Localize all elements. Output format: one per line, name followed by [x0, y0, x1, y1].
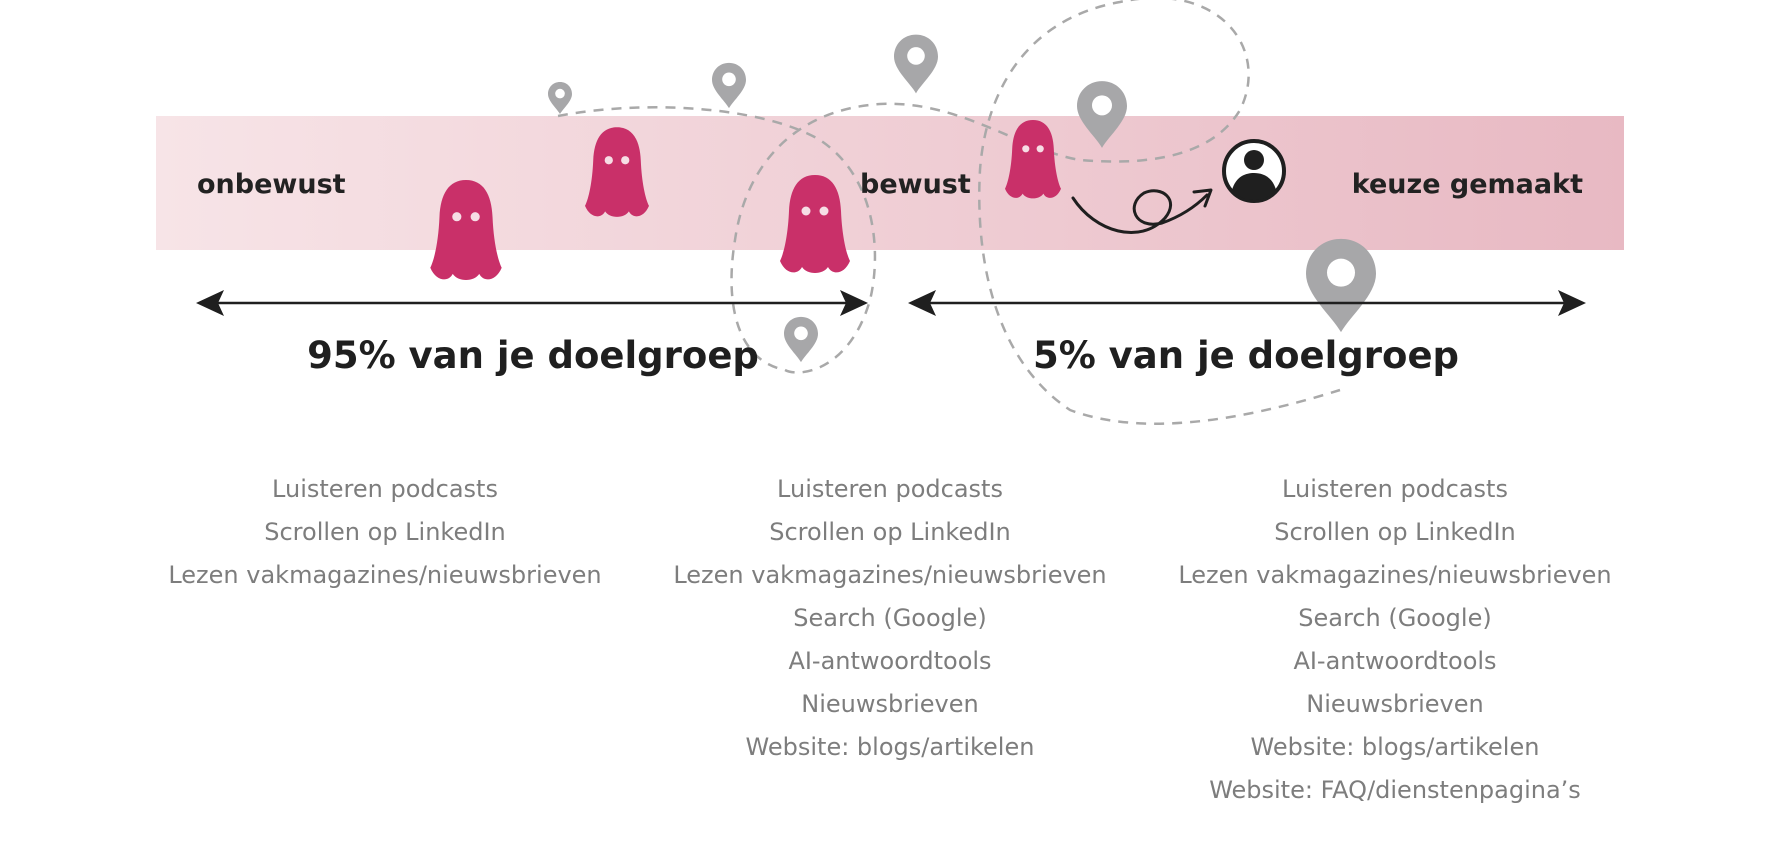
- map-pin-icon: [784, 316, 818, 363]
- activity-column-decided: Luisteren podcasts Scrollen op LinkedIn …: [1135, 468, 1655, 812]
- person-circle-icon: [1222, 139, 1286, 203]
- activity-item: Scrollen op LinkedIn: [769, 518, 1011, 546]
- activity-item: Search (Google): [1298, 604, 1492, 632]
- activity-column-unaware: Luisteren podcasts Scrollen op LinkedIn …: [125, 468, 645, 597]
- activity-item: Luisteren podcasts: [1282, 475, 1508, 503]
- activity-item: AI-antwoordtools: [788, 647, 992, 675]
- activity-item: Lezen vakmagazines/nieuwsbrieven: [673, 561, 1107, 589]
- activity-item: Scrollen op LinkedIn: [1274, 518, 1516, 546]
- activity-item: Lezen vakmagazines/nieuwsbrieven: [1178, 561, 1612, 589]
- map-pin-icon: [894, 34, 938, 94]
- curly-arrow: [1071, 188, 1213, 234]
- stage-label-unaware: onbewust: [197, 169, 346, 200]
- activity-column-aware: Luisteren podcasts Scrollen op LinkedIn …: [630, 468, 1150, 769]
- map-pin-icon: [712, 62, 746, 109]
- map-pin-icon: [548, 82, 572, 114]
- activity-item: Nieuwsbrieven: [1306, 690, 1484, 718]
- stage-label-decided: keuze gemaakt: [1352, 169, 1583, 200]
- segment-label-left: 95% van je doelgroep: [307, 334, 759, 377]
- activity-item: Search (Google): [793, 604, 987, 632]
- activity-item: Nieuwsbrieven: [801, 690, 979, 718]
- double-arrow-right: [908, 290, 1586, 316]
- map-pin-icon: [1306, 238, 1376, 333]
- journey-band: [156, 116, 1624, 250]
- segment-label-right: 5% van je doelgroep: [1033, 334, 1459, 377]
- activity-item: AI-antwoordtools: [1293, 647, 1497, 675]
- activity-item: Luisteren podcasts: [777, 475, 1003, 503]
- stage-label-aware: bewust: [860, 169, 971, 200]
- double-arrow-left: [196, 290, 868, 316]
- activity-item: Luisteren podcasts: [272, 475, 498, 503]
- activity-item: Lezen vakmagazines/nieuwsbrieven: [168, 561, 602, 589]
- activity-item: Website: blogs/artikelen: [745, 733, 1035, 761]
- activity-item: Website: blogs/artikelen: [1250, 733, 1540, 761]
- activity-item: Website: FAQ/dienstenpagina’s: [1209, 776, 1581, 804]
- activity-item: Scrollen op LinkedIn: [264, 518, 506, 546]
